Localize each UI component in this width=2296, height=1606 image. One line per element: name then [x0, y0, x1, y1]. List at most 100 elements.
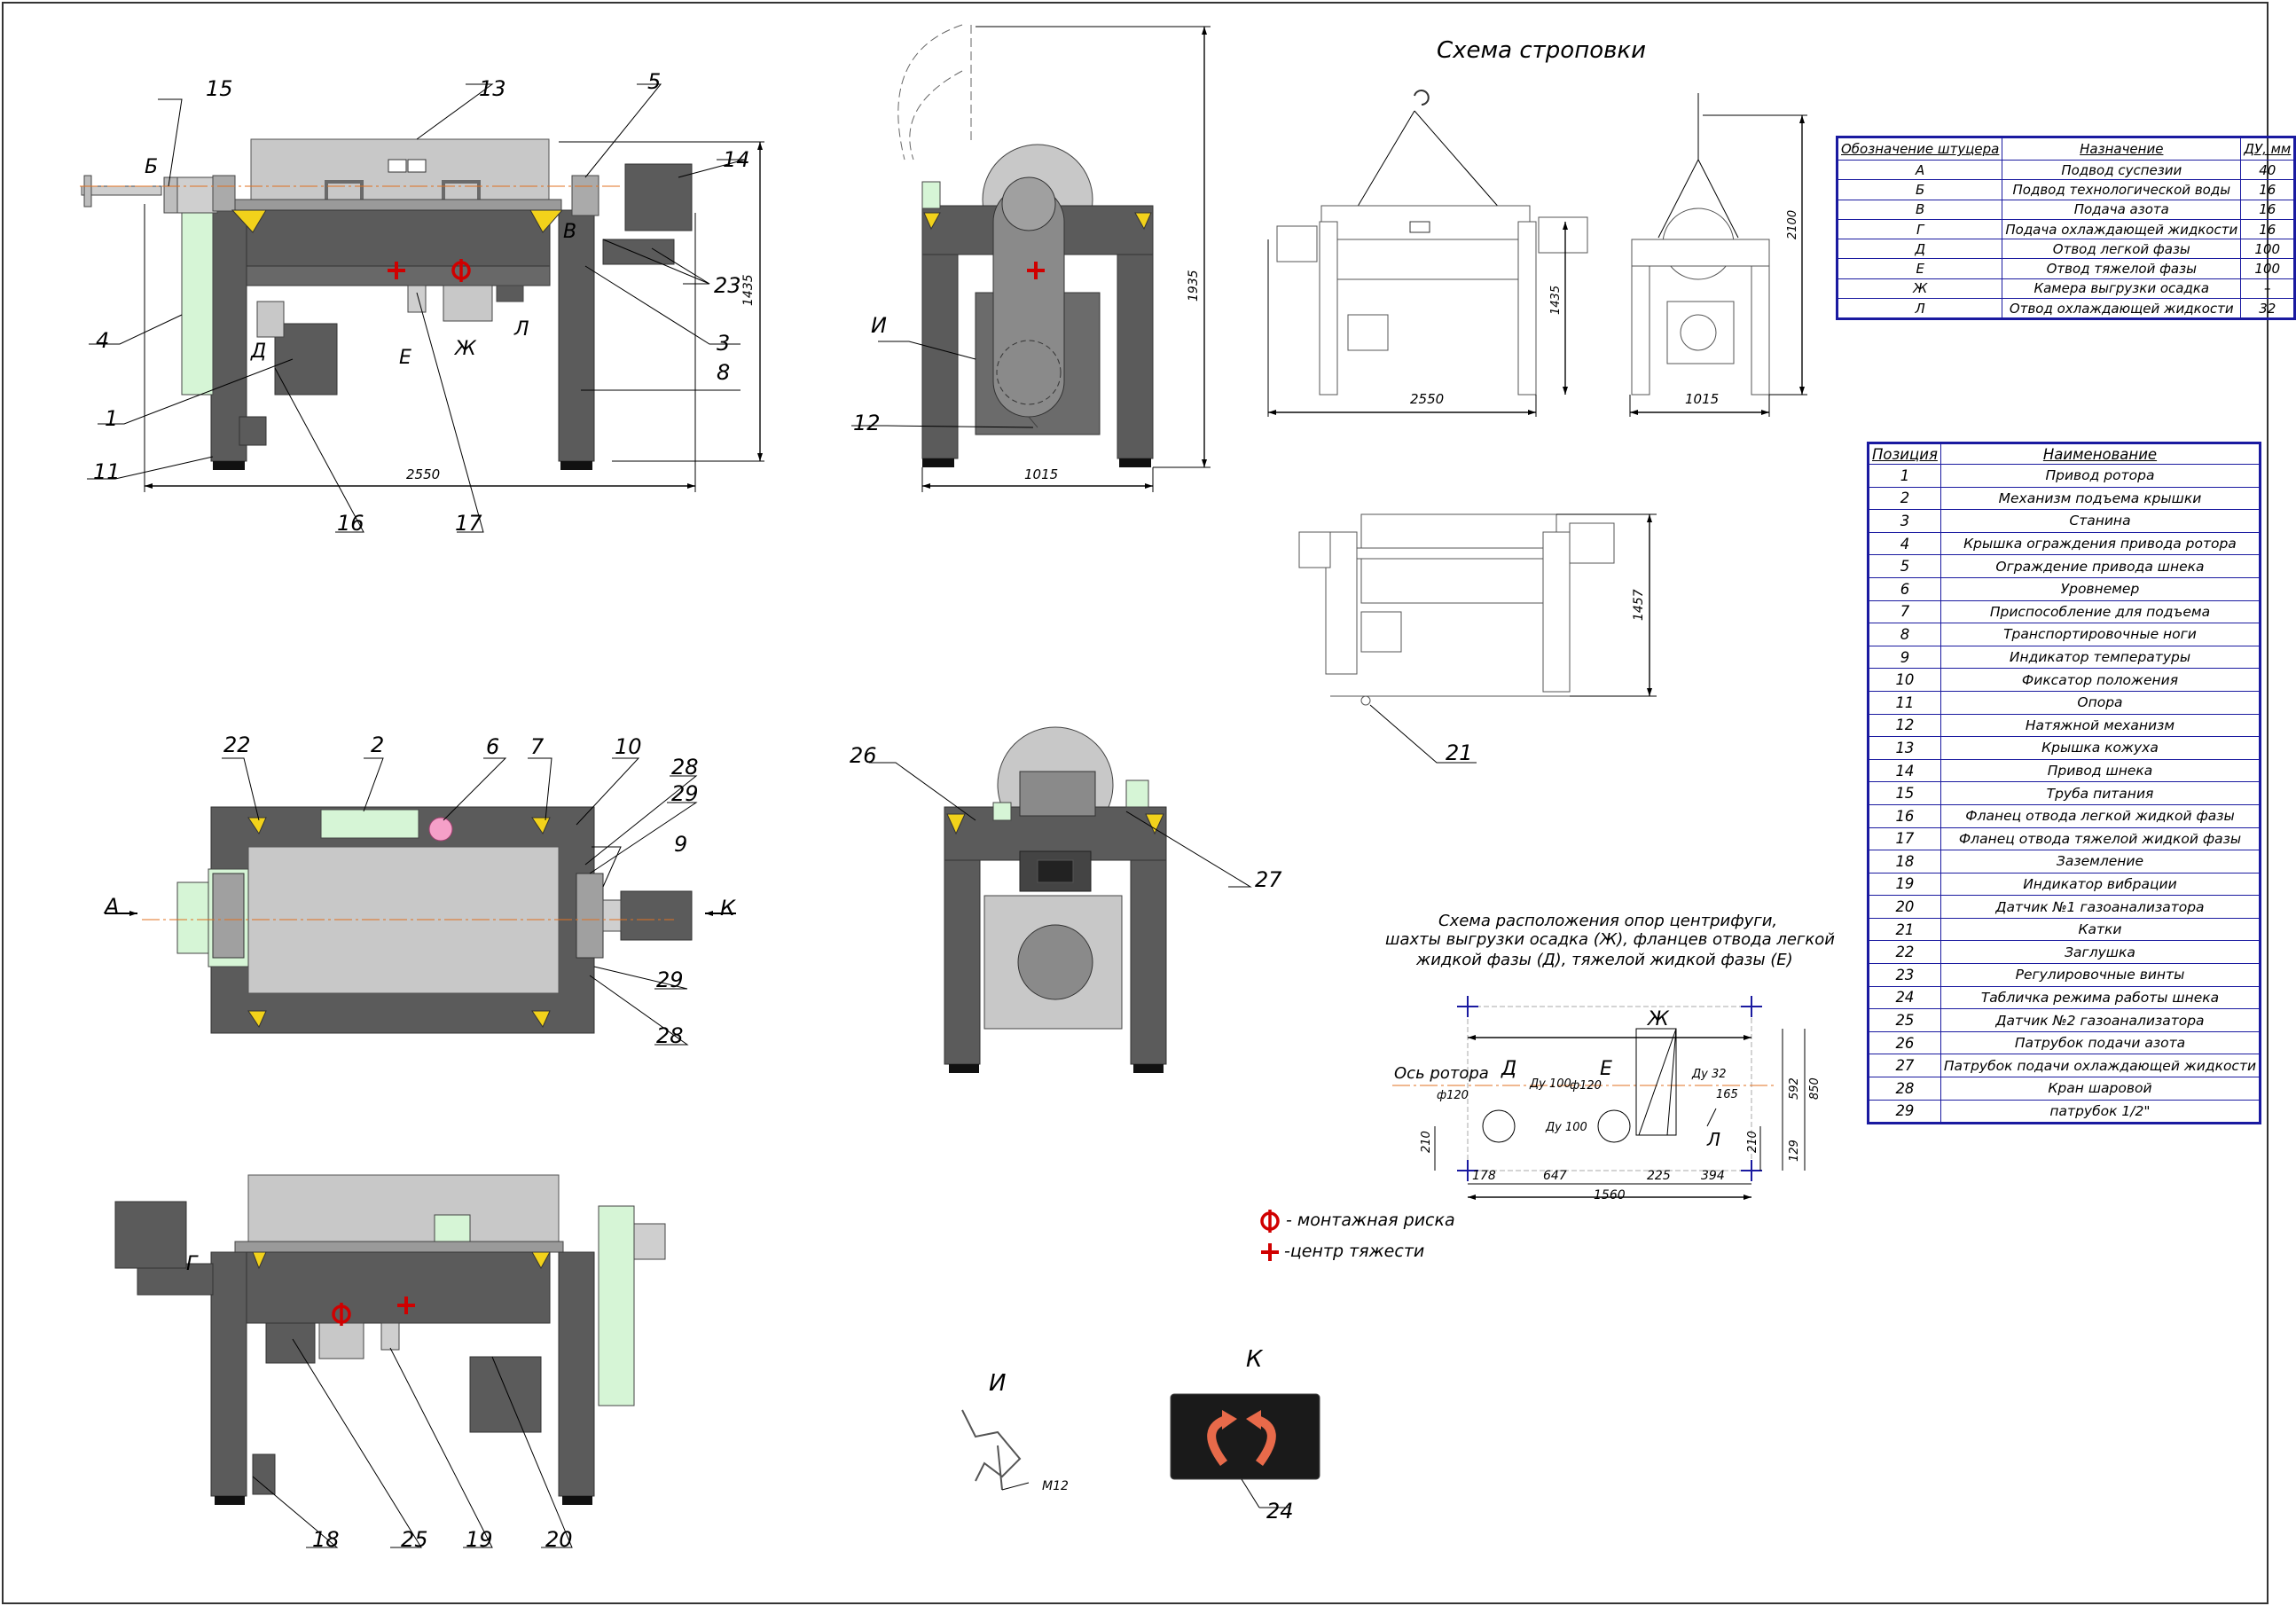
- callout-18: 18: [312, 1527, 340, 1552]
- parts-header-position: Позиция: [1868, 443, 1941, 465]
- support-du32: Ду 32: [1691, 1068, 1727, 1081]
- ports-header-code: Обозначение штуцера: [1836, 137, 2003, 161]
- support-592: 592: [1788, 1077, 1801, 1100]
- supports-title-3: жидкой фазы (Д), тяжелой жидкой фазы (Е): [1415, 951, 1793, 969]
- parts-table-cell: 27: [1868, 1054, 1941, 1078]
- callout-13: 13: [479, 76, 506, 101]
- callout-16: 16: [337, 511, 364, 536]
- support-394: 394: [1701, 1169, 1725, 1183]
- parts-table-cell: 13: [1868, 736, 1941, 760]
- parts-table-cell: Регулировочные винты: [1939, 963, 2261, 987]
- callout-29-top: 29: [671, 781, 699, 806]
- callout-28-top: 28: [671, 755, 699, 779]
- parts-table-cell: 12: [1868, 713, 1941, 738]
- parts-table-cell: 14: [1868, 758, 1941, 783]
- ports-table-cell: 16: [2240, 199, 2296, 220]
- slinging-scheme: Схема строповки 2550 1435 1015: [1267, 37, 1807, 417]
- parts-table-cell: Натяжной механизм: [1939, 713, 2261, 738]
- ports-table-cell: Г: [1836, 218, 2003, 240]
- parts-table-cell: Транспортировочные ноги: [1939, 623, 2261, 646]
- top-view: А К 22 2 6 7 10 28 29 9 29 28: [103, 732, 736, 1048]
- callout-5: 5: [647, 69, 661, 94]
- ports-table-cell: Подвод технологической воды: [2002, 179, 2242, 200]
- parts-table-cell: 26: [1868, 1030, 1941, 1055]
- top-level-gauge: [428, 817, 453, 842]
- support-129: 129: [1788, 1140, 1801, 1162]
- callout-22: 22: [223, 732, 251, 757]
- callout-11: 11: [93, 459, 121, 484]
- support-647: 647: [1543, 1169, 1567, 1183]
- callout-9: 9: [674, 832, 687, 857]
- detail-k: К 24: [1170, 1346, 1320, 1524]
- callout-27: 27: [1255, 867, 1282, 892]
- parts-table-cell: 10: [1868, 668, 1941, 692]
- ports-table-cell: А: [1836, 159, 2003, 181]
- ports-table-cell: 16: [2240, 218, 2296, 240]
- ports-table-cell: Б: [1836, 179, 2003, 200]
- ports-table-cell: –: [2240, 278, 2296, 300]
- parts-table-cell: 19: [1868, 872, 1941, 897]
- parts-table-cell: 29: [1868, 1099, 1941, 1124]
- ports-table-cell: 16: [2240, 179, 2296, 200]
- support-210-a: 210: [1420, 1131, 1433, 1153]
- support-rotor-axis: Ось ротора: [1394, 1064, 1489, 1083]
- front-motor-bottom: [274, 323, 338, 396]
- ports-table-cell: 40: [2240, 159, 2296, 181]
- parts-table-cell: Привод шнека: [1939, 758, 2261, 783]
- support-1560: 1560: [1594, 1188, 1626, 1203]
- callout-17: 17: [455, 511, 482, 536]
- parts-table-cell: 6: [1868, 576, 1941, 601]
- supports-title-2: шахты выгрузки осадка (Ж), фланцев отвод…: [1385, 930, 1835, 949]
- side-height-dim: 1935: [1187, 270, 1201, 302]
- parts-table-cell: 16: [1868, 803, 1941, 828]
- callout-20: 20: [545, 1527, 573, 1552]
- parts-table-cell: Станина: [1939, 509, 2261, 533]
- sling-side-height-dim: 2100: [1786, 210, 1799, 239]
- lift-height-dim: 1457: [1632, 589, 1646, 621]
- ports-header-du: ДУ, мм: [2240, 137, 2296, 161]
- parts-table-cell: Труба питания: [1939, 781, 2261, 805]
- callout-28-bottom: 28: [656, 1023, 684, 1048]
- parts-table-cell: Приспособление для подъема: [1939, 599, 2261, 624]
- port-v: В: [563, 221, 576, 243]
- support-phi120-a: ф120: [1437, 1089, 1469, 1102]
- parts-table-cell: 8: [1868, 623, 1941, 646]
- parts-table-cell: Датчик №1 газоанализатора: [1939, 895, 2261, 919]
- parts-table-cell: Заземление: [1939, 850, 2261, 874]
- parts-table-cell: Крышка ограждения привода ротора: [1939, 531, 2261, 556]
- parts-table-cell: 20: [1868, 895, 1941, 919]
- parts-header-row: Позиция Наименование: [1868, 443, 2261, 465]
- ports-table-cell: Подача азота: [2002, 199, 2242, 220]
- callout-8: 8: [717, 360, 730, 385]
- support-du100-b: Ду 100: [1545, 1121, 1587, 1134]
- parts-table-cell: Патрубок подачи охлаждающей жидкости: [1939, 1054, 2261, 1078]
- parts-table-cell: Кран шаровой: [1939, 1077, 2261, 1101]
- parts-table-cell: Крышка кожуха: [1939, 736, 2261, 760]
- ports-table-cell: 32: [2240, 298, 2296, 320]
- front-view: 2550 1435 15 13 5 14 23 3 8 4 1 11 16 17…: [80, 69, 764, 536]
- port-b: Б: [145, 156, 158, 178]
- callout-29-bottom: 29: [656, 968, 684, 992]
- support-225: 225: [1647, 1169, 1671, 1183]
- detail-i-title: И: [989, 1370, 1006, 1397]
- legend-mount-symbol: [1260, 1208, 1280, 1234]
